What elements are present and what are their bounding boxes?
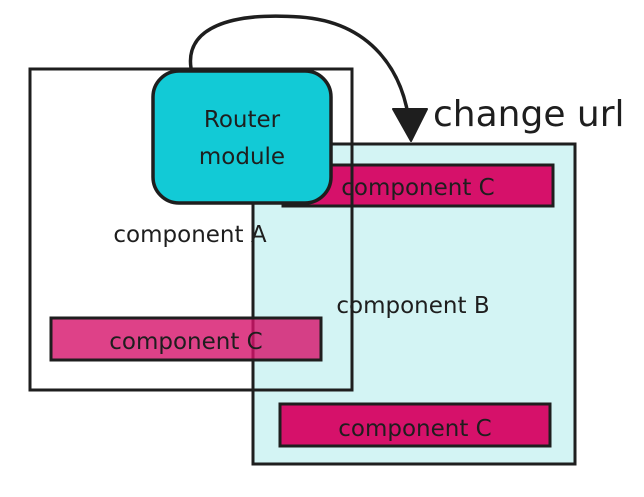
change-url-arrow xyxy=(188,14,412,132)
component-c-box-b-bottom xyxy=(278,402,552,448)
component-c-label-b-bottom: component C xyxy=(338,416,492,442)
change-url-arrowhead xyxy=(392,108,428,142)
router-label-line1: Router xyxy=(204,107,281,133)
router-module-box xyxy=(151,69,333,205)
component-c-box-a xyxy=(49,316,323,362)
component-a-label: component A xyxy=(113,222,266,248)
component-b-label: component B xyxy=(336,293,489,319)
change-url-label: change url xyxy=(433,94,625,135)
component-c-label-a: component C xyxy=(109,329,263,355)
component-c-label-b-top: component C xyxy=(341,175,495,201)
router-label-line2: module xyxy=(199,144,285,170)
